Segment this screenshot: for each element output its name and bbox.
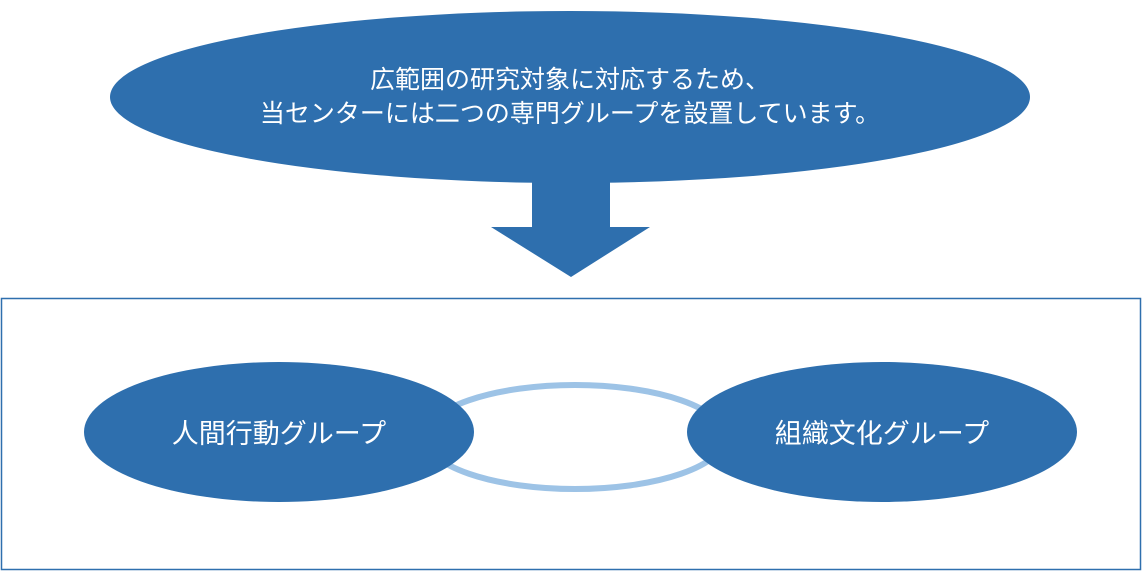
- top-message-line-2: 当センターには二つの専門グループを設置しています。: [260, 99, 880, 128]
- top-message-line-1: 広範囲の研究対象に対応するため、: [370, 65, 770, 94]
- top-message-ellipse: [110, 11, 1030, 183]
- group-label-organizational-culture: 組織文化グループ: [775, 419, 989, 450]
- group-ellipse-organizational-culture: [687, 362, 1077, 502]
- group-label-human-behavior: 人間行動グループ: [172, 419, 386, 450]
- group-ellipse-human-behavior: [84, 362, 474, 502]
- down-arrow-icon: [491, 178, 650, 277]
